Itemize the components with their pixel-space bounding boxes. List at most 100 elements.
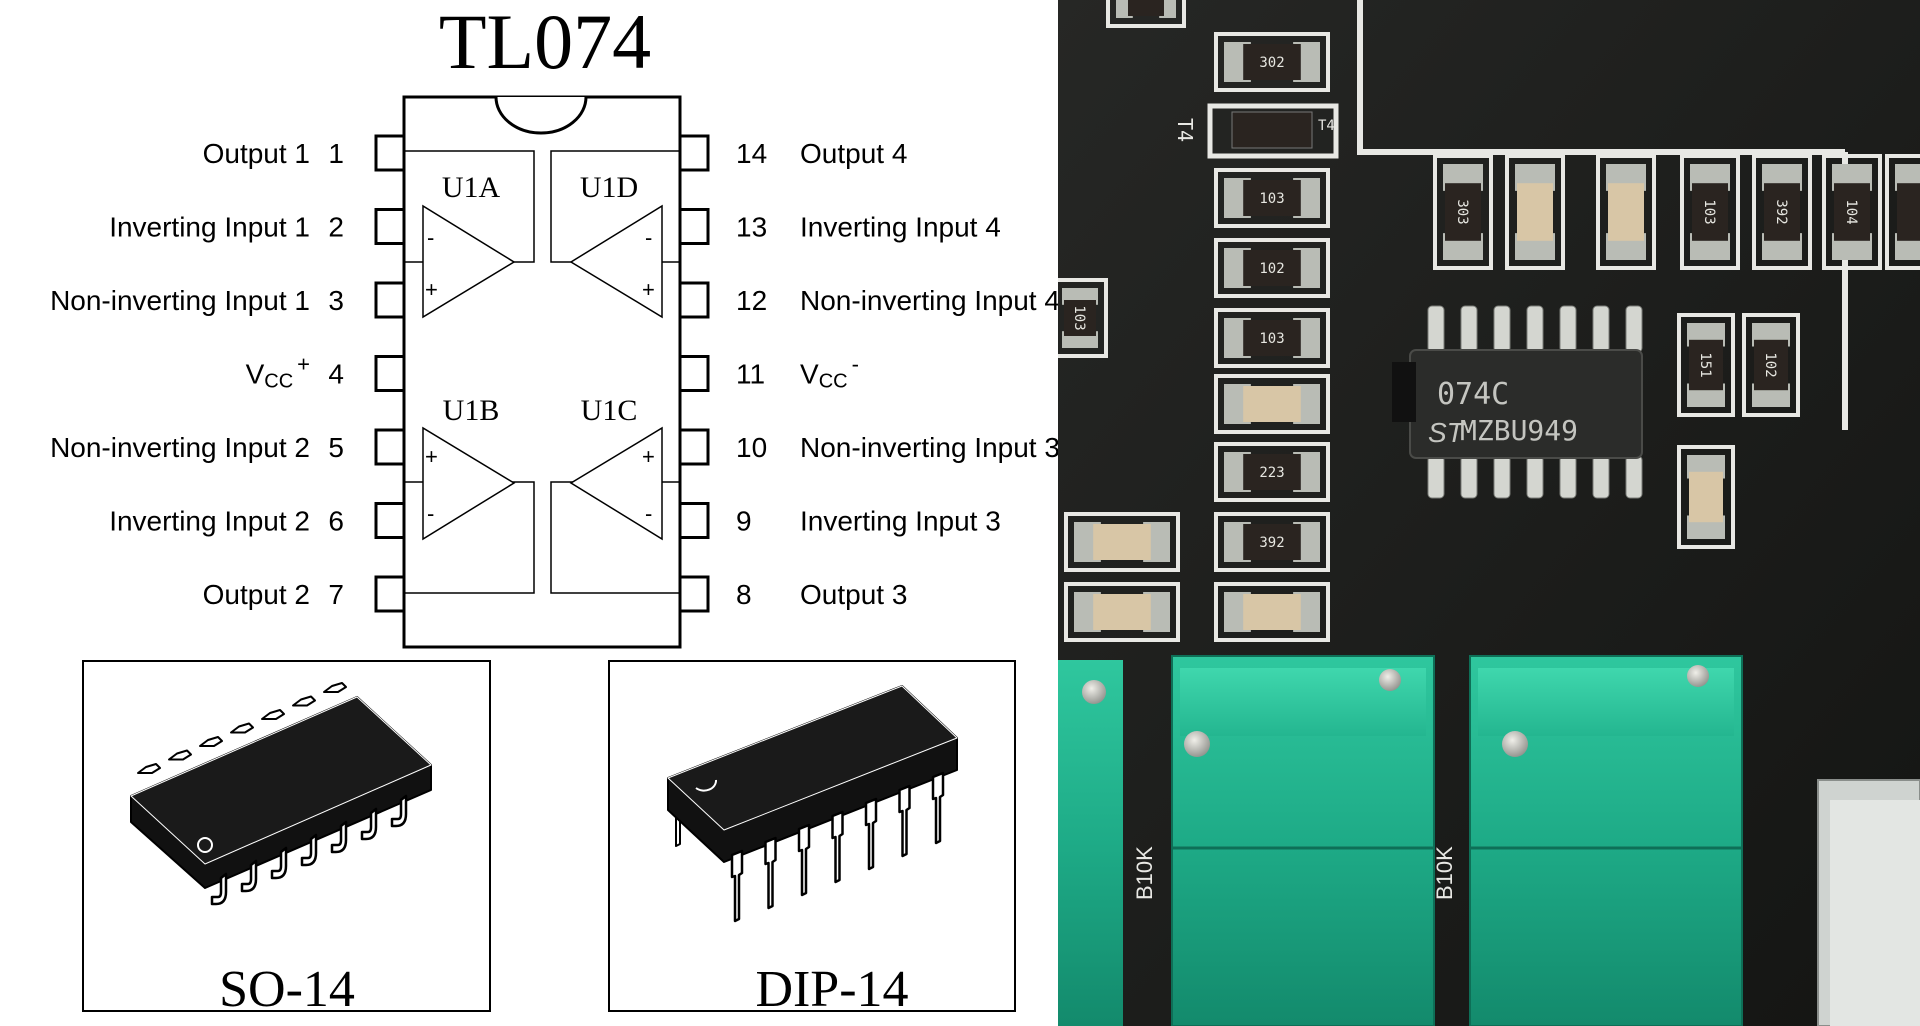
resistor: 103 [1214, 308, 1330, 368]
opamp-u1c [569, 426, 663, 541]
right-pin-label: Inverting Input 4 [800, 212, 1001, 243]
capacitor [1214, 582, 1330, 642]
right-pin-number: 9 [736, 506, 752, 537]
svg-text:102: 102 [1762, 352, 1778, 377]
left-pin-number: 4 [328, 359, 344, 390]
potentiometer-left [1058, 660, 1123, 1026]
right-pin-11 [678, 355, 710, 392]
right-pin-label: Output 4 [800, 138, 907, 169]
capacitor [1214, 374, 1330, 434]
capacitor [1064, 582, 1180, 642]
resistor [1885, 154, 1920, 270]
resistor: 103 [1680, 154, 1740, 270]
resistor: 223 [1214, 442, 1330, 502]
resistor: 302 [1214, 32, 1330, 92]
opamp-u1a [422, 204, 516, 319]
unit-label-u1b: U1B [443, 394, 500, 427]
left-pin-label: VCC+ [246, 352, 310, 393]
svg-text:223: 223 [1259, 465, 1284, 481]
right-pin-number: 14 [736, 138, 767, 169]
left-pin-5 [374, 428, 406, 466]
resistor: 103 [1214, 168, 1330, 228]
left-pin-number: 5 [328, 432, 344, 463]
resistor [1106, 0, 1186, 28]
capacitor [1505, 154, 1565, 270]
right-pin-label: Inverting Input 3 [800, 506, 1001, 537]
right-pin-8 [678, 575, 710, 613]
left-pin-4 [374, 355, 406, 392]
left-pin-label: Output 1 [203, 138, 310, 169]
right-pin-number: 10 [736, 432, 767, 463]
pinout-diagram: TL074 U1A U1D U1B U1C - + - + + - + - 1O… [50, 0, 1060, 1018]
svg-text:151: 151 [1697, 352, 1713, 377]
unit-label-u1c: U1C [581, 394, 638, 427]
u1b-plus-sign: + [425, 444, 438, 469]
pot-silkscreen-label: B10K [1132, 846, 1157, 900]
u1c-minus-sign: - [645, 501, 652, 526]
left-pin-label: Inverting Input 2 [109, 506, 310, 537]
right-pin-13 [678, 208, 710, 245]
resistor: 392 [1752, 154, 1812, 270]
svg-text:103: 103 [1701, 199, 1717, 224]
left-pin-label: Output 2 [203, 579, 310, 610]
opamp-u1b [422, 426, 516, 541]
svg-text:103: 103 [1071, 305, 1087, 330]
left-pin-number: 7 [328, 579, 344, 610]
right-pin-9 [678, 502, 710, 539]
right-pin-12 [678, 281, 710, 319]
right-pin-number: 11 [736, 359, 765, 390]
chip-body [402, 95, 682, 649]
right-pin-label: Non-inverting Input 4 [800, 285, 1060, 316]
st-logo: ST [1428, 417, 1466, 448]
right-pin-10 [678, 428, 710, 466]
silkscreen-outline [1357, 0, 1845, 155]
transistor-silkscreen-label: T4 [1318, 118, 1335, 134]
pin1-notch [494, 96, 588, 135]
right-pin-number: 12 [736, 285, 767, 316]
tl074-ic-photo: 074C MZBU949 ST [1392, 305, 1643, 499]
pot-silkscreen-label-2: B10K [1432, 846, 1457, 900]
dip14-package-drawing [667, 685, 958, 923]
ic-marking-line2: MZBU949 [1460, 414, 1578, 447]
ic-marking-line1: 074C [1437, 377, 1509, 412]
resistor-column: 302 103 102 103 223 392 103 [1058, 0, 1330, 642]
transistor-outline [1207, 103, 1339, 159]
connector-right [1817, 779, 1920, 1026]
so14-package-drawing [130, 682, 432, 906]
left-pin-1 [374, 134, 406, 172]
resistor: 392 [1214, 512, 1330, 572]
svg-text:392: 392 [1259, 535, 1284, 551]
potentiometer-right: B10K [1432, 655, 1743, 1026]
resistor: 103 [1058, 278, 1108, 358]
potentiometer-center: B10K [1132, 655, 1435, 1026]
svg-text:302: 302 [1259, 55, 1284, 71]
left-pin-label: Inverting Input 1 [109, 212, 310, 243]
svg-text:103: 103 [1259, 331, 1284, 347]
capacitor [1064, 512, 1180, 572]
svg-text:103: 103 [1259, 191, 1284, 207]
package-label-so14: SO-14 [219, 961, 355, 1018]
u1d-minus-sign: - [645, 225, 652, 250]
unit-label-u1a: U1A [442, 171, 501, 204]
svg-text:102: 102 [1259, 261, 1284, 277]
resistor: 102 [1214, 238, 1330, 298]
resistor: 151 [1677, 313, 1735, 417]
right-pin-number: 13 [736, 212, 767, 243]
unit-label-u1d: U1D [580, 171, 638, 204]
diagram-title: TL074 [439, 0, 651, 85]
left-pin-number: 6 [328, 506, 344, 537]
left-pin-label: Non-inverting Input 1 [50, 285, 310, 316]
svg-text:104: 104 [1843, 199, 1859, 224]
left-pin-7 [374, 575, 406, 613]
u1a-plus-sign: + [425, 277, 438, 302]
transistor-body [1231, 111, 1313, 149]
package-box-dip14 [608, 660, 1016, 1012]
left-pin-3 [374, 281, 406, 319]
resistor: 102 [1742, 313, 1800, 417]
left-pin-number: 2 [328, 212, 344, 243]
